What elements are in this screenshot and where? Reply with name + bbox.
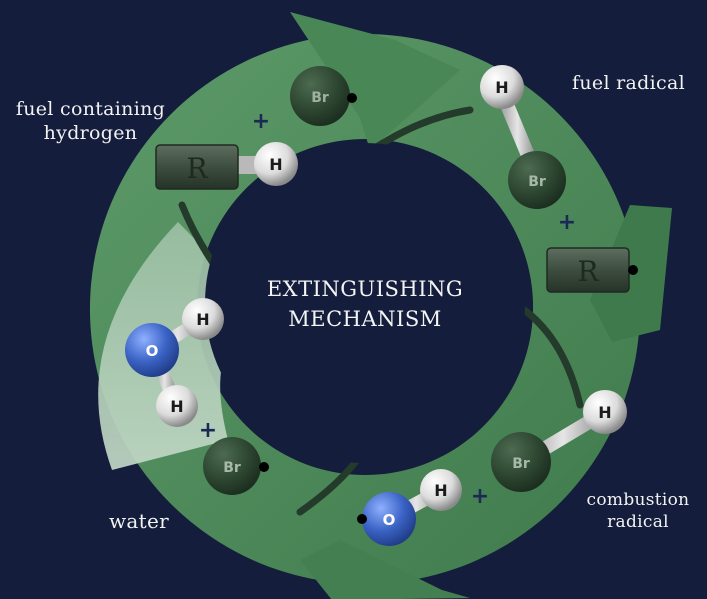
arrow-head-top — [290, 12, 460, 150]
hydrogen-atom — [420, 469, 462, 511]
label-fuel-radical: fuel radical — [572, 72, 685, 94]
hydroxyl-radical: O H — [357, 469, 462, 546]
bromine-letter: Br — [311, 90, 329, 106]
plus-sign: + — [558, 210, 576, 235]
arrow-head-bottom — [300, 540, 470, 599]
hydrogen-atom — [583, 390, 627, 434]
fuel-molecule-rh: R H — [155, 142, 298, 190]
oxygen-letter: O — [146, 342, 159, 360]
hydrogen-letter: H — [495, 78, 508, 97]
bromine-letter: Br — [512, 456, 530, 472]
hydrogen-letter: H — [434, 481, 447, 500]
hydrogen-atom — [182, 298, 224, 340]
hydrogen-letter: H — [269, 155, 282, 174]
oxygen-letter: O — [383, 511, 396, 529]
water-molecule: O H H — [125, 298, 224, 427]
bromine-atom — [491, 432, 551, 492]
center-title-line1: EXTINGUISHING — [266, 277, 464, 301]
label-line: fuel containing — [15, 98, 166, 120]
hydrogen-atom — [254, 142, 298, 186]
hbr-molecule-bottom: Br H — [491, 390, 627, 492]
bromine-radical-top: Br — [290, 66, 357, 126]
fuel-block-r — [155, 144, 239, 190]
center-title-line2: MECHANISM — [288, 307, 442, 331]
oxygen-atom — [125, 323, 179, 377]
label-line: combustion — [586, 490, 690, 510]
hydrogen-letter: H — [598, 403, 611, 422]
plus-sign: + — [252, 109, 270, 134]
bromine-atom — [508, 151, 566, 209]
seam-top-right — [368, 106, 474, 154]
fuel-r-letter: R — [577, 255, 599, 288]
hydrogen-letter: H — [196, 310, 209, 329]
label-line: radical — [607, 512, 669, 532]
label-fuel-containing-hydrogen: fuel containing hydrogen — [8, 97, 173, 145]
bromine-radical-bottom: Br — [203, 437, 269, 495]
label-combustion-radical: combustion radical — [578, 489, 698, 533]
hydrogen-atom — [480, 65, 524, 109]
ring-hole — [205, 143, 525, 463]
hydrogen-letter: H — [170, 397, 183, 416]
center-title: EXTINGUISHING MECHANISM — [240, 274, 490, 334]
plus-sign: + — [199, 418, 217, 443]
label-line: hydrogen — [43, 122, 138, 144]
hydrogen-atom — [156, 385, 198, 427]
bromine-letter: Br — [223, 460, 241, 476]
fuel-r-letter: R — [186, 152, 208, 185]
fuel-radical-r: R — [546, 247, 638, 293]
label-water: water — [109, 509, 169, 533]
bromine-letter: Br — [528, 174, 546, 190]
plus-sign: + — [471, 484, 489, 509]
oxygen-atom — [362, 492, 416, 546]
hbr-molecule-top: H Br — [480, 65, 566, 209]
